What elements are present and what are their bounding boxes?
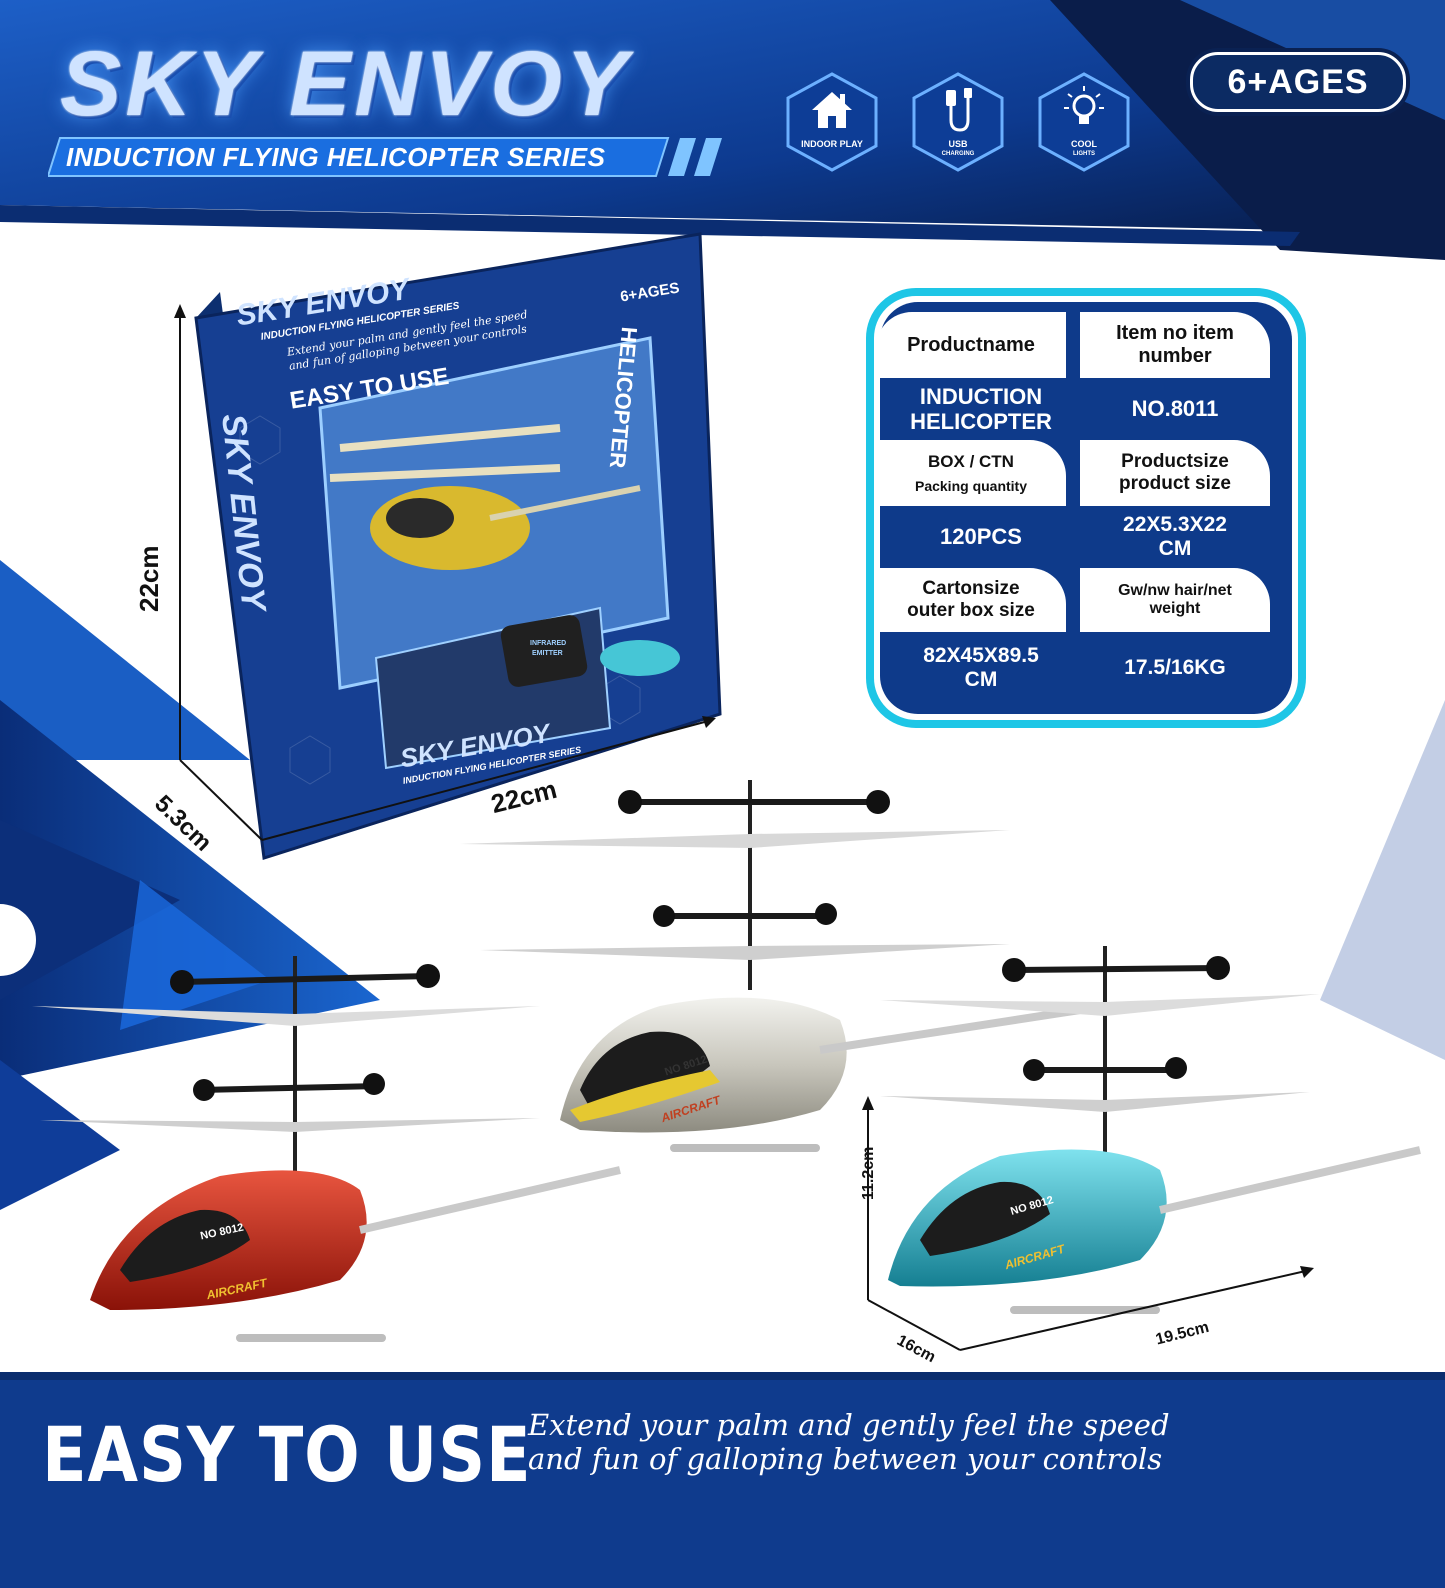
heli-height-label: 11.2cm <box>860 1146 877 1200</box>
spec-head-item-number-line2: number <box>1138 345 1212 367</box>
badge-label-indoor-play: INDOOR PLAY <box>801 139 863 149</box>
age-badge: 6+AGES <box>1190 52 1406 112</box>
spec-value-item-number: NO.8011 <box>1080 382 1270 436</box>
controller-label-1: INFRARED <box>530 640 567 647</box>
box-height-label: 22cm <box>134 545 164 613</box>
badge-label-usb: USB <box>948 139 968 149</box>
controller-label-2: EMITTER <box>532 650 563 657</box>
spec-head-weight: Gw/nw hair/net weight <box>1080 568 1270 632</box>
spec-value-carton-size: 82X45X89.5 CM <box>876 638 1086 698</box>
usb-cable-icon <box>946 88 972 132</box>
spec-value-carton-size-line1: 82X45X89.5 <box>923 643 1039 667</box>
spec-value-carton-size-line2: CM <box>964 668 998 691</box>
badge-sublabel-charging: CHARGING <box>941 151 975 157</box>
house-icon <box>812 92 852 128</box>
feature-badge-usb-charging: USB CHARGING <box>912 72 1004 172</box>
package-box: 6+AGES SKY ENVOY INDUCTION FLYING HELICO… <box>180 228 740 868</box>
footer-title: EASY TO USE <box>42 1410 532 1499</box>
spec-head-box-ctn: BOX / CTN Packing quantity <box>876 440 1066 506</box>
spec-head-cartonsize-line2: outer box size <box>907 600 1035 621</box>
box-dimension-lines <box>174 304 716 841</box>
spec-head-productname-text: Productname <box>907 333 1035 356</box>
badge-sublabel-lights: LIGHTS <box>1073 151 1095 157</box>
spec-head-productsize: Productsize product size <box>1080 440 1270 506</box>
feature-badge-indoor-play: INDOOR PLAY <box>786 72 878 172</box>
hexagon-badge-frame <box>912 72 1004 172</box>
package-box-illustration <box>194 232 722 860</box>
footer-band <box>0 1380 1445 1588</box>
spec-head-productsize-line2: product size <box>1119 473 1231 494</box>
spec-value-product-size: 22X5.3X22 CM <box>1080 510 1270 564</box>
spec-value-productname-line1: INDUCTION <box>919 383 1043 409</box>
spec-head-cartonsize-line1: Cartonsize <box>922 578 1020 600</box>
spec-head-productname: Productname <box>876 312 1066 378</box>
helicopter-silver-gold <box>460 780 1081 1152</box>
spec-value-weight: 17.5/16KG <box>1080 638 1270 698</box>
footer-tagline-line2: and fun of galloping between your contro… <box>528 1442 1163 1477</box>
feature-badge-cool-lights: COOL LIGHTS <box>1038 72 1130 172</box>
subtitle-ribbon <box>48 137 722 177</box>
spec-value-productname-line2: HELICOPTER <box>910 409 1052 434</box>
footer-tagline-line1: Extend your palm and gently feel the spe… <box>528 1408 1170 1442</box>
spec-value-productname: INDUCTION HELICOPTER <box>876 382 1086 436</box>
helicopter-teal <box>880 946 1421 1314</box>
series-subtitle: INDUCTION FLYING HELICOPTER SERIES <box>66 142 606 172</box>
spec-value-packing-quantity: 120PCS <box>876 510 1086 564</box>
spec-head-weight-line1: Gw/nw hair/net <box>1118 581 1232 599</box>
spec-head-weight-line2: weight <box>1149 600 1201 617</box>
spec-head-box-ctn-line1: BOX / CTN <box>928 452 1014 472</box>
spec-value-weight-text: 17.5/16KG <box>1124 655 1226 679</box>
light-bulb-icon <box>1064 86 1104 124</box>
brand-title: SKY ENVOY <box>60 33 632 135</box>
badge-label-cool: COOL <box>1071 139 1097 149</box>
spec-value-packing-quantity-text: 120PCS <box>940 524 1022 550</box>
spec-head-item-number-line1: Item no item <box>1116 322 1234 344</box>
spec-head-cartonsize: Cartonsize outer box size <box>876 568 1066 632</box>
spec-value-product-size-line2: CM <box>1158 537 1192 560</box>
helicopter-lineup <box>32 780 1421 1351</box>
spec-table: Productname Item no item number INDUCTIO… <box>866 288 1306 728</box>
spec-head-item-number: Item no item number <box>1080 312 1270 378</box>
spec-value-item-number-text: NO.8011 <box>1131 396 1219 422</box>
footer-tagline: Extend your palm and gently feel the spe… <box>528 1408 1170 1476</box>
spec-head-productsize-line1: Productsize <box>1121 451 1229 473</box>
spec-head-box-ctn-line2: Packing quantity <box>914 477 1028 494</box>
spec-value-product-size-line1: 22X5.3X22 <box>1123 512 1227 536</box>
helicopter-red <box>32 956 621 1342</box>
